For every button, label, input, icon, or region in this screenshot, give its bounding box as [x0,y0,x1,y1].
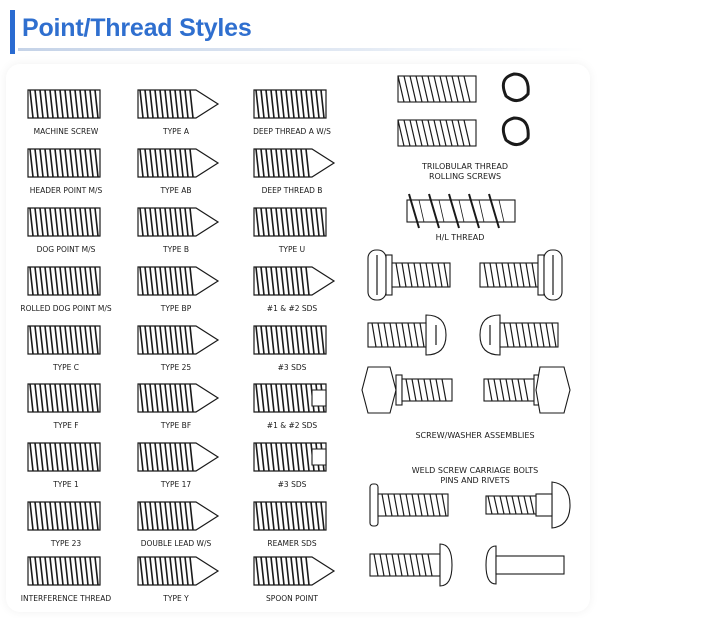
fastener-label: TYPE 17 [160,480,192,489]
header-point-icon [27,148,101,178]
sds-3-icon [253,325,327,355]
fastener-cell: TYPE 17 [116,437,236,493]
sds-3-alt-icon [253,442,327,472]
fastener-label: DOG POINT M/S [36,245,96,254]
fastener-cell: TYPE 1 [6,437,126,493]
type-b-icon [137,207,220,237]
fastener-label: SPOON POINT [266,594,318,603]
fastener-label: HEADER POINT M/S [29,186,103,195]
fastener-label: TYPE 1 [53,480,79,489]
interference-thread-icon [27,556,101,586]
type-25-icon [137,325,220,355]
fastener-label: DEEP THREAD B [261,186,323,195]
type-bf-icon [137,383,220,413]
machine-screw-icon [27,89,101,119]
type-a-icon [137,89,220,119]
fastener-label: #1 & #2 SDS [266,421,318,430]
fastener-label: TYPE U [278,245,306,254]
fastener-cell: TYPE 25 [116,320,236,376]
weld-carriage-bolts-art [369,481,571,587]
fastener-cell: TYPE BP [116,261,236,317]
fastener-label: #3 SDS [277,363,307,372]
fastener-label: TYPE BP [160,304,192,313]
fastener-label: #1 & #2 SDS [266,304,318,313]
fastener-label: ROLLED DOG POINT M/S [20,304,112,313]
fastener-cell: DEEP THREAD A W/S [232,84,352,140]
deep-thread-b-icon [253,148,336,178]
spoon-point-icon [253,556,336,586]
fastener-label: INTERFERENCE THREAD [20,594,112,603]
screw-washer-assemblies-art [361,249,571,414]
fastener-cell: TYPE 23 [6,496,126,552]
fastener-label: TYPE BF [160,421,192,430]
fastener-label: TYPE 25 [160,363,192,372]
type-bp-icon [137,266,220,296]
fastener-cell: DEEP THREAD B [232,143,352,199]
fastener-cell: TYPE AB [116,143,236,199]
trilobular-label: TRILOBULAR THREAD ROLLING SCREWS [400,162,530,182]
trilobular-label-line2: ROLLING SCREWS [428,172,502,181]
type-23-icon [27,501,101,531]
fastener-cell: TYPE B [116,202,236,258]
fastener-cell: DOG POINT M/S [6,202,126,258]
page-title: Point/Thread Styles [22,14,252,42]
fastener-cell: MACHINE SCREW [6,84,126,140]
fastener-cell: TYPE A [116,84,236,140]
fastener-cell: TYPE F [6,378,126,434]
fastener-label: TYPE Y [163,594,189,603]
rolled-dog-point-icon [27,266,101,296]
fastener-cell: SPOON POINT [232,551,352,607]
type-c-icon [27,325,101,355]
fastener-cell: #1 & #2 SDS [232,378,352,434]
dog-point-icon [27,207,101,237]
hl-thread-art [406,193,516,229]
fastener-cell: REAMER SDS [232,496,352,552]
fastener-cell: #1 & #2 SDS [232,261,352,317]
fastener-label: TYPE B [163,245,189,254]
title-underline [18,48,586,51]
fastener-label: TYPE C [52,363,80,372]
double-lead-icon [137,501,220,531]
fastener-cell: #3 SDS [232,320,352,376]
type-17-icon [137,442,220,472]
fastener-cell: ROLLED DOG POINT M/S [6,261,126,317]
fastener-label: REAMER SDS [267,539,317,548]
title-accent-bar [10,10,15,54]
fastener-label: MACHINE SCREW [33,127,99,136]
sds-1-2-alt-icon [253,383,327,413]
deep-thread-a-icon [253,89,327,119]
fastener-cell: TYPE BF [116,378,236,434]
type-u-icon [253,207,327,237]
fastener-cell: #3 SDS [232,437,352,493]
fastener-label: DOUBLE LEAD W/S [140,539,212,548]
weld-label: WELD SCREW CARRIAGE BOLTS PINS AND RIVET… [380,466,570,486]
fastener-cell: INTERFERENCE THREAD [6,551,126,607]
trilobular-screws-art [397,72,530,147]
fastener-label: TYPE F [53,421,79,430]
fastener-label: TYPE AB [160,186,192,195]
type-ab-icon [137,148,220,178]
fastener-cell: DOUBLE LEAD W/S [116,496,236,552]
fastener-label: TYPE A [163,127,189,136]
weld-label-line1: WELD SCREW CARRIAGE BOLTS [411,466,539,475]
fastener-label: TYPE 23 [50,539,82,548]
type-y-icon [137,556,220,586]
screw-washer-label: SCREW/WASHER ASSEMBLIES [415,431,535,440]
fastener-cell: TYPE U [232,202,352,258]
sds-1-2-icon [253,266,336,296]
fastener-label: DEEP THREAD A W/S [253,127,331,136]
weld-label-line2: PINS AND RIVETS [440,476,510,485]
fastener-cell: TYPE C [6,320,126,376]
trilobular-label-line1: TRILOBULAR THREAD [422,162,508,171]
fastener-cell: HEADER POINT M/S [6,143,126,199]
reamer-sds-icon [253,501,327,531]
hl-thread-label: H/L THREAD [435,233,485,242]
fastener-label: #3 SDS [277,480,307,489]
fastener-cell: TYPE Y [116,551,236,607]
type-f-icon [27,383,101,413]
type-1-icon [27,442,101,472]
